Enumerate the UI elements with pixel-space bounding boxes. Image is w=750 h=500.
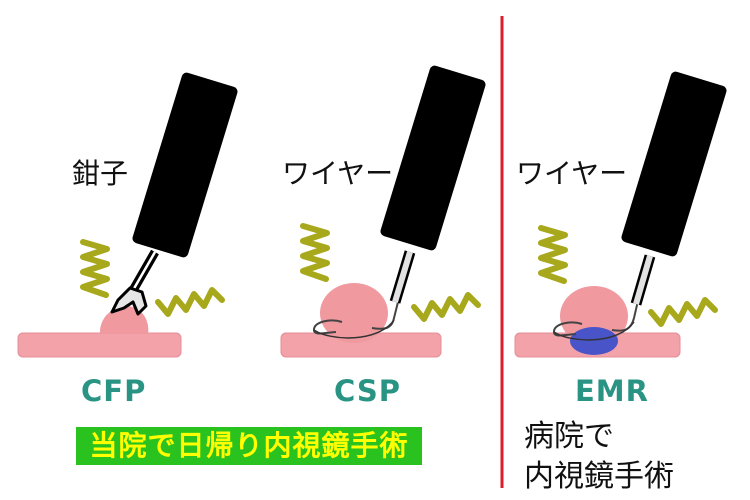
day-surgery-badge: 当院で日帰り内視鏡手術 [76, 427, 422, 465]
tool-label-forceps: 鉗子 [72, 157, 129, 190]
method-label-emr: EMR [575, 374, 649, 408]
snare-scope [380, 65, 486, 304]
wave-left [538, 225, 568, 284]
wave-left [300, 223, 330, 282]
snare-scope [621, 71, 727, 306]
polyp [320, 283, 388, 343]
forceps-scope [110, 72, 238, 316]
panel-cfp [17, 72, 238, 358]
polyp [560, 286, 628, 346]
panel-emr [514, 71, 727, 358]
snare-base [553, 321, 635, 341]
method-label-csp: CSP [334, 374, 401, 408]
hospital-note-line1: 病院で [524, 419, 614, 454]
mucosa-layer [17, 332, 182, 358]
hospital-note-line2: 内視鏡手術 [524, 459, 674, 494]
tool-label-wire: ワイヤー [516, 157, 628, 190]
method-label-cfp: CFP [81, 374, 147, 408]
tool-label-wire: ワイヤー [282, 157, 394, 190]
panel-csp [280, 65, 486, 358]
forceps-jaw-icon [110, 286, 148, 316]
wave-right [648, 297, 718, 327]
wave-right [155, 287, 225, 317]
snare-base [313, 319, 395, 339]
injection-cushion [570, 327, 618, 355]
wave-right [411, 292, 481, 322]
wave-left [80, 239, 110, 298]
